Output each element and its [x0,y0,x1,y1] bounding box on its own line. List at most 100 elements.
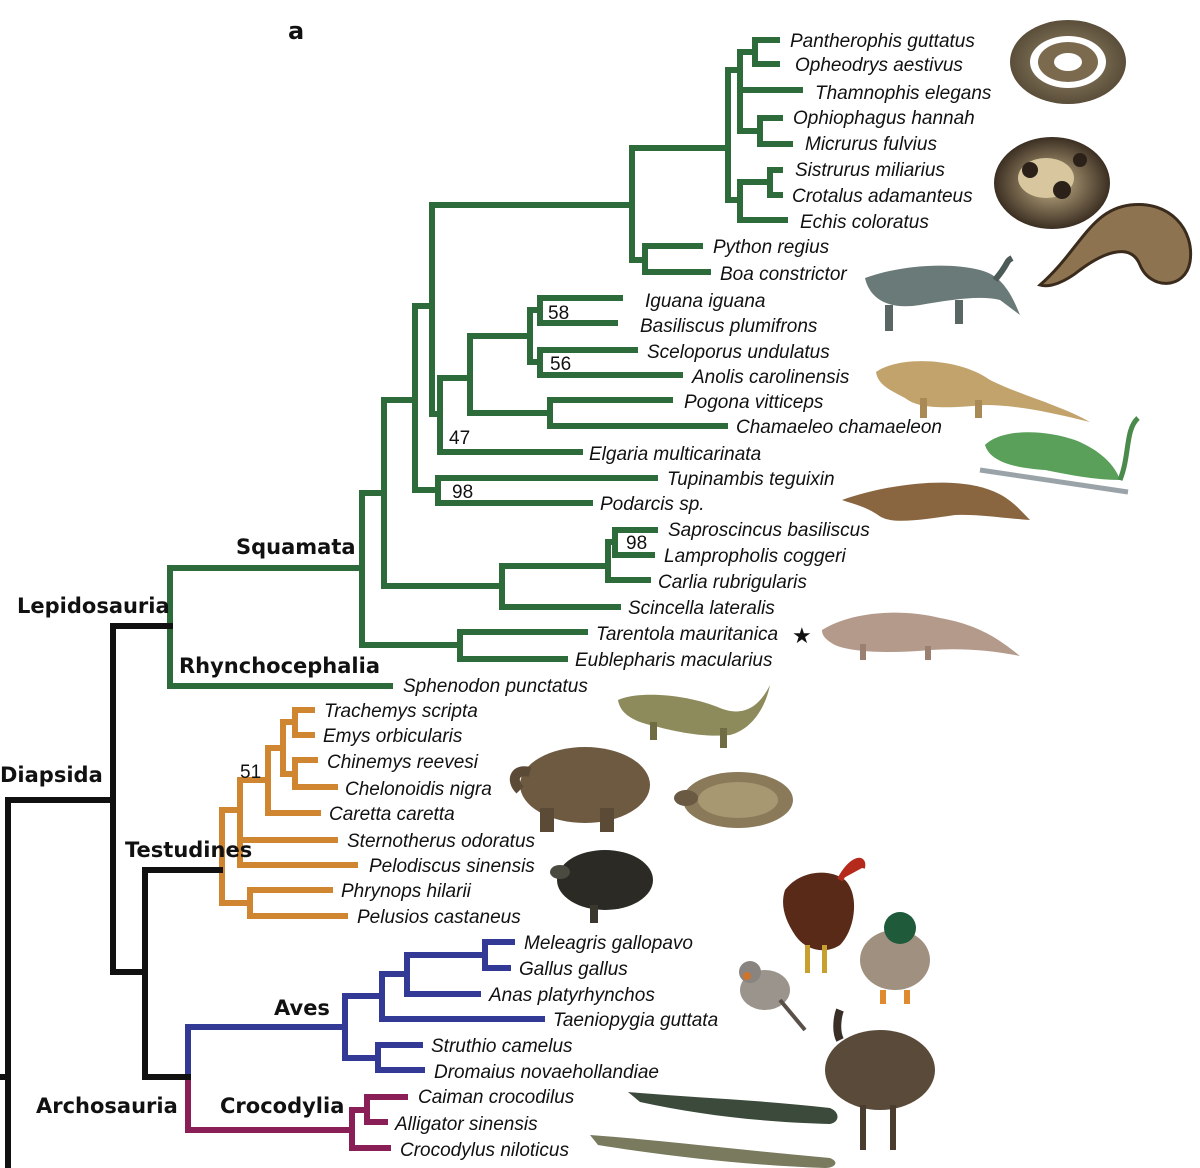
testudines-branch [219,807,253,906]
gecko-illustration [822,612,1020,660]
squamata-branch [381,397,505,589]
squamata-branch [167,565,393,689]
chameleon-illustration [979,416,1140,495]
support-value: 98 [452,482,473,503]
taxon-label-ophiophagus: Ophiophagus hannah [793,108,975,129]
taxon-label-sistrurus: Sistrurus miliarius [795,160,945,181]
emu-illustration [825,1008,935,1150]
taxon-label-gallus: Gallus gallus [519,959,628,980]
taxon-label-sternotherus: Sternotherus odoratus [347,831,536,852]
taxon-label-anas: Anas platyrhynchos [488,985,655,1006]
iguana-illustration [865,255,1020,331]
squamata-branch [737,49,803,93]
bearded-dragon-illustration [876,361,1090,422]
taxon-label-alligator: Alligator sinensis [394,1114,538,1135]
taxon-label-phrynops: Phrynops hilarii [341,881,472,902]
squamata-branch [429,202,635,417]
taxon-label-emys: Emys orbicularis [323,726,463,747]
backbone-branch [110,623,173,975]
side-necked-turtle-illustration [550,850,653,923]
rooster-illustration [783,857,866,973]
taxon-label-thamnophis: Thamnophis elegans [815,83,992,104]
clade-label-testudines: Testudines [125,838,252,862]
lacertid-illustration [842,482,1030,521]
crocodile-illustration [590,1135,836,1168]
aves-branch [482,939,515,971]
taxon-label-pelodiscus: Pelodiscus sinensis [369,856,535,877]
taxon-label-crocodylus: Crocodylus niloticus [400,1140,569,1161]
taxon-label-meleagris: Meleagris gallopavo [524,933,693,954]
squamata-branch [605,539,651,583]
support-value: 51 [240,762,261,783]
taxon-label-crotalus: Crotalus adamanteus [792,186,973,207]
squamata-branch [437,375,583,455]
squamata-branch [359,490,463,648]
taxon-label-chelonoidis: Chelonoidis nigra [345,779,492,800]
squamata-branch [737,179,788,223]
squamata-branch [629,145,731,263]
taxon-label-python: Python regius [713,237,830,258]
zebra-finch-illustration [739,961,807,1032]
support-value: 56 [550,354,571,375]
clade-label-squamata: Squamata [236,535,356,559]
testudines-branch [247,887,348,919]
taxon-label-caretta: Caretta caretta [329,804,455,825]
taxon-label-sphenodon: Sphenodon punctatus [403,676,588,697]
squamata-branch [527,307,543,365]
taxon-label-elgaria: Elgaria multicarinata [589,444,761,465]
clade-label-crocodylia: Crocodylia [220,1094,344,1118]
taxon-label-podarcis: Podarcis sp. [600,494,705,515]
taxon-label-boa: Boa constrictor [720,264,847,285]
taxon-label-saproscincus: Saproscincus basiliscus [668,520,870,541]
support-value: 98 [626,533,647,554]
clade-label-archosauria: Archosauria [36,1094,178,1118]
taxon-label-taeniopygia: Taeniopygia guttata [553,1010,718,1031]
support-value: 58 [548,303,569,324]
crocodylia-branch [185,1074,355,1133]
taxon-label-tarentola: Tarentola mauritanica [596,624,778,645]
squamata-branch [752,37,780,67]
aves-branch [185,1024,348,1080]
taxon-label-lampropholis: Lampropholis coggeri [664,546,846,567]
taxon-label-basiliscus: Basiliscus plumifrons [640,316,818,337]
caiman-illustration [628,1092,838,1124]
taxon-label-eublepharis: Eublepharis macularius [575,650,773,671]
squamata-branch [457,629,588,662]
squamata-branch [499,563,621,610]
taxon-label-chinemys: Chinemys reevesi [327,752,479,773]
taxon-label-dromaius: Dromaius novaehollandiae [434,1062,659,1083]
backbone-branch [5,797,116,1168]
musk-turtle-illustration [674,772,793,828]
taxon-label-chamaeleo: Chamaeleo chamaeleon [736,417,942,438]
taxon-label-echis: Echis coloratus [800,212,929,233]
taxon-label-struthio: Struthio camelus [431,1036,573,1057]
clade-label-rhynchocephalia: Rhynchocephalia [179,654,380,678]
coiled-snake-illustration [1010,20,1126,104]
giant-tortoise-illustration [509,747,650,832]
taxon-label-carlia: Carlia rubrigularis [658,572,807,593]
aves-branch [404,952,488,997]
panel-label: a [288,17,304,45]
species-illustrations [509,20,1193,1168]
squamata-branch [757,115,793,147]
taxon-label-tupinambis: Tupinambis teguixin [667,469,835,490]
clade-label-aves: Aves [274,996,330,1020]
backbone-branch [142,867,223,1080]
taxon-label-iguana: Iguana iguana [645,291,765,312]
taxon-label-caiman: Caiman crocodilus [418,1087,575,1108]
squamata-branch [642,243,711,275]
squamata-branch [412,303,441,493]
testudines-branch [280,719,298,777]
aves-branch [375,1042,425,1073]
boa-illustration [1036,202,1193,288]
taxon-label-micrurus: Micrurus fulvius [805,134,937,155]
ball-python-illustration [994,137,1110,229]
taxon-label-pelusios: Pelusios castaneus [357,907,521,928]
squamata-branch [725,67,743,203]
crocodylia-branch [349,1107,391,1151]
clade-label-diapsida: Diapsida [0,763,103,787]
taxon-label-scincella: Scincella lateralis [628,598,775,619]
tree-branches [0,37,803,1168]
